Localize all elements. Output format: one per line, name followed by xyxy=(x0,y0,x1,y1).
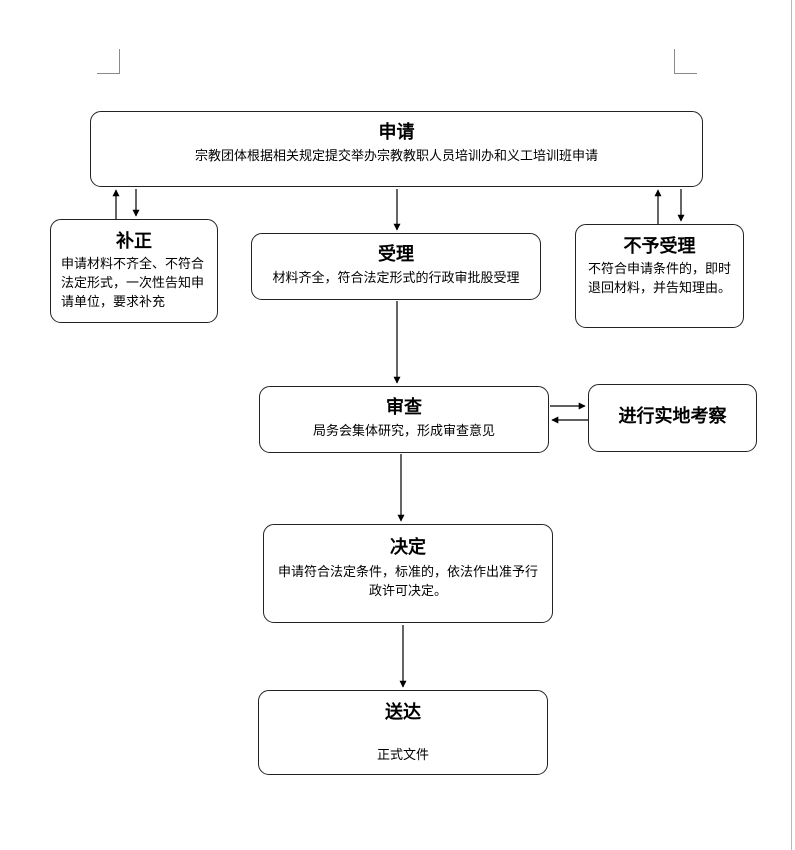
step-reject-title: 不予受理 xyxy=(623,236,696,257)
step-correct-title: 补正 xyxy=(116,231,152,252)
step-apply: 申请 宗教团体根据相关规定提交举办宗教教职人员培训办和义工培训班申请 xyxy=(90,111,703,187)
step-accept-desc: 材料齐全，符合法定形式的行政审批股受理 xyxy=(272,271,520,286)
step-accept: 受理 材料齐全，符合法定形式的行政审批股受理 xyxy=(251,233,541,300)
step-inspect-title: 进行实地考察 xyxy=(618,406,727,427)
step-review: 审查 局务会集体研究，形成审查意见 xyxy=(259,386,549,453)
step-deliver-title: 送达 xyxy=(385,702,421,723)
step-review-title: 审查 xyxy=(386,397,422,418)
step-accept-title: 受理 xyxy=(378,244,414,265)
step-correct-desc: 申请材料不齐全、不符合法定形式，一次性告知申请单位，要求补充 xyxy=(61,257,205,310)
step-decision: 决定 申请符合法定条件，标准的，依法作出准予行政许可决定。 xyxy=(263,524,553,623)
step-apply-desc: 宗教团体根据相关规定提交举办宗教教职人员培训办和义工培训班申请 xyxy=(194,149,598,164)
step-review-desc: 局务会集体研究，形成审查意见 xyxy=(312,424,495,439)
page-margin-corner-right xyxy=(674,49,697,74)
step-reject-desc: 不符合申请条件的，即时退回材料，并告知理由。 xyxy=(588,262,732,296)
step-apply-title: 申请 xyxy=(378,122,415,143)
page-edge xyxy=(791,0,792,850)
step-inspect: 进行实地考察 xyxy=(588,384,757,452)
step-deliver: 送达 正式文件 xyxy=(258,690,548,775)
page-margin-corner-left xyxy=(97,49,120,74)
step-decision-title: 决定 xyxy=(390,537,426,558)
step-deliver-desc: 正式文件 xyxy=(376,748,429,763)
step-decision-desc: 申请符合法定条件，标准的，依法作出准予行政许可决定。 xyxy=(277,565,538,599)
step-reject: 不予受理 不符合申请条件的，即时退回材料，并告知理由。 xyxy=(575,224,744,328)
step-correct: 补正 申请材料不齐全、不符合法定形式，一次性告知申请单位，要求补充 xyxy=(50,219,218,323)
